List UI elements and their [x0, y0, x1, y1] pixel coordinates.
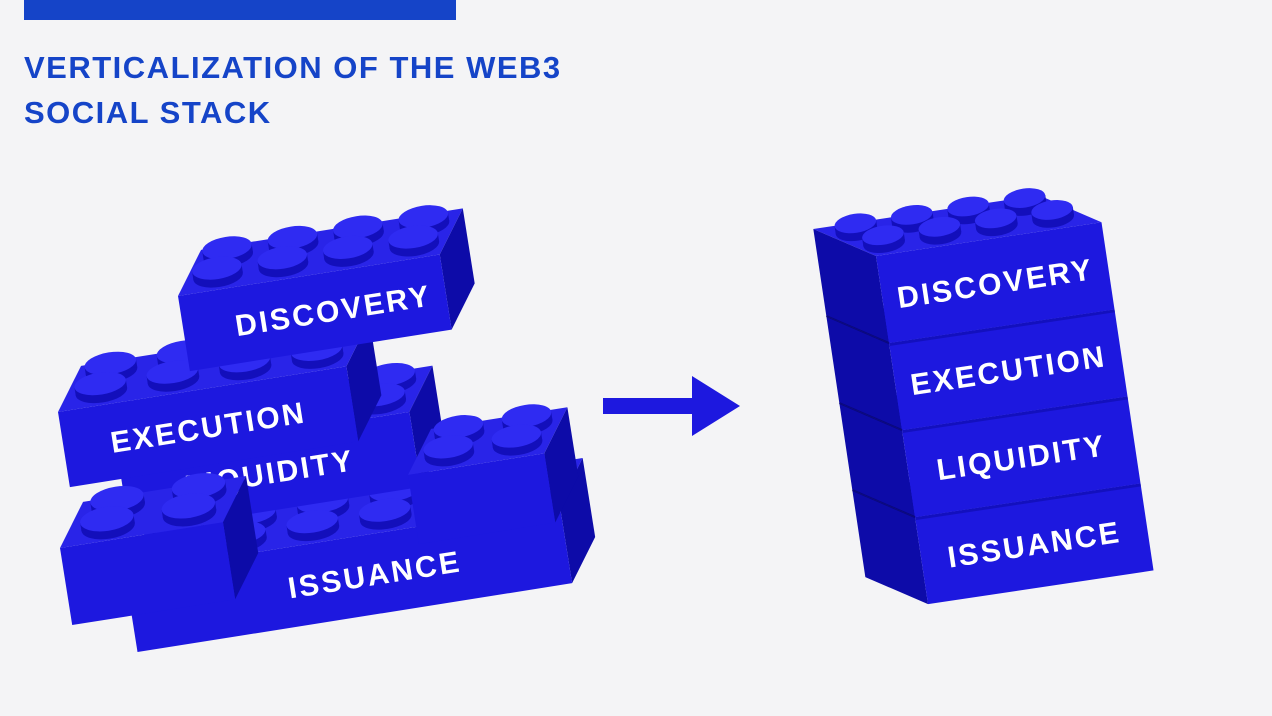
- stud-icon: [146, 360, 199, 384]
- brick-side-face: [544, 407, 579, 523]
- stud-icon: [84, 351, 137, 375]
- brick-front-face: [876, 222, 1115, 344]
- brick-seam: [889, 309, 1115, 347]
- stud-icon: [862, 225, 904, 246]
- stud-icon: [192, 256, 242, 280]
- stud-icon: [286, 510, 338, 534]
- brick-front-face: [60, 522, 236, 626]
- stud-icon: [388, 225, 438, 249]
- stud-icon: [257, 246, 308, 270]
- page-title: VERTICALIZATION OF THE WEB3 SOCIAL STACK: [24, 46, 562, 136]
- stud-icon: [74, 372, 126, 396]
- stud-icon: [423, 435, 473, 459]
- stud-icon: [1003, 188, 1046, 208]
- brick-side-face: [346, 320, 382, 442]
- stud-icon: [834, 213, 877, 234]
- brick-seam: [902, 396, 1128, 434]
- brick-side-face: [222, 476, 259, 600]
- stud-icon: [890, 205, 933, 225]
- brick-side-face: [813, 228, 890, 344]
- stud-icon: [322, 235, 373, 259]
- title-line-2: SOCIAL STACK: [24, 94, 272, 130]
- brick-front-face: [58, 366, 359, 488]
- stud-icon: [918, 216, 961, 237]
- stud-icon: [90, 485, 144, 512]
- stud-icon: [1031, 200, 1073, 220]
- brick-issuance-right: ISSUANCE: [852, 456, 1154, 605]
- brick-seam: [915, 483, 1141, 521]
- brick-front-face: [902, 396, 1141, 518]
- brick-front-face: [889, 309, 1128, 431]
- arrow-right-icon: [603, 376, 740, 436]
- brick-top-face: [178, 208, 463, 296]
- stud-icon: [267, 225, 318, 250]
- brick-front-face: [178, 254, 452, 372]
- brick-side-face: [826, 316, 903, 431]
- stud-icon: [433, 415, 484, 439]
- brick-side-seam: [851, 489, 916, 519]
- brick-side-seam: [838, 402, 903, 431]
- brick-discovery-right: DISCOVERY: [813, 188, 1115, 344]
- stud-icon: [491, 424, 542, 448]
- stud-icon: [501, 404, 552, 428]
- stud-icon: [80, 506, 134, 532]
- brick-blank-small-left: [60, 473, 259, 626]
- brick-side-seam: [825, 315, 890, 344]
- stud-icon: [974, 208, 1017, 229]
- brick-front-face: [125, 504, 573, 653]
- header-accent-bar: [24, 0, 456, 20]
- stud-icon: [947, 196, 989, 217]
- stud-icon: [202, 236, 252, 260]
- brick-side-face: [839, 403, 916, 518]
- brick-side-face: [852, 490, 929, 605]
- stud-icon: [333, 215, 383, 239]
- brick-discovery-left: DISCOVERY: [178, 205, 475, 372]
- stud-icon: [161, 493, 216, 519]
- brick-front-face: [915, 483, 1154, 605]
- stud-icon: [171, 473, 226, 499]
- brick-blank-small-right: [408, 404, 579, 545]
- brick-front-face: [408, 453, 556, 545]
- stud-icon: [358, 498, 411, 522]
- title-line-1: VERTICALIZATION OF THE WEB3: [24, 50, 562, 85]
- brick-side-face: [439, 208, 475, 330]
- stud-icon: [398, 205, 449, 229]
